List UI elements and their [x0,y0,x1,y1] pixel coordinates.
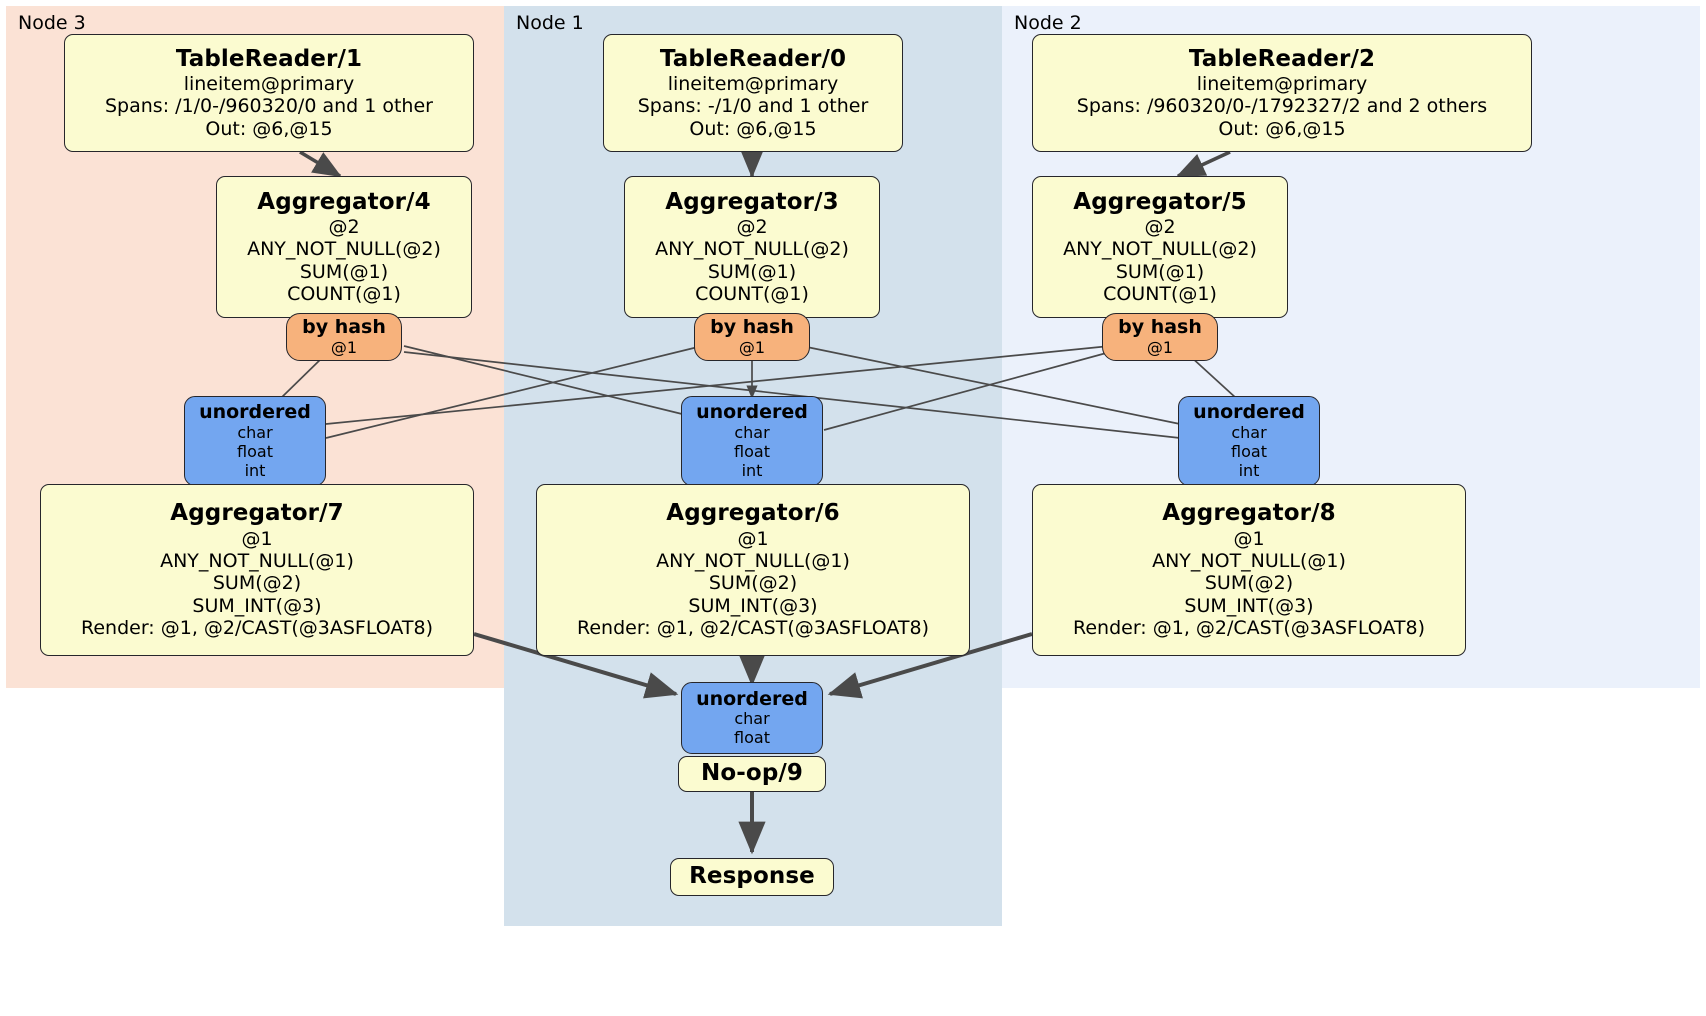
synchronizer-unordered[interactable]: unordered char float int [681,396,823,486]
processor-title: Aggregator/7 [170,500,344,527]
processor-group: @2 [328,215,360,238]
processor-aggregator[interactable]: Aggregator/6 @1 ANY_NOT_NULL(@1) SUM(@2)… [536,484,970,656]
processor-title: Aggregator/5 [1073,188,1247,215]
synchronizer-title: unordered [199,401,311,424]
synchronizer-type: int [1238,460,1260,480]
processor-aggregator[interactable]: Aggregator/3 @2 ANY_NOT_NULL(@2) SUM(@1)… [624,176,880,318]
processor-title: Aggregator/8 [1162,500,1336,527]
synchronizer-type: float [734,441,770,461]
processor-agg: SUM_INT(@3) [1184,594,1314,617]
processor-title: TableReader/2 [1188,45,1376,72]
processor-out: Out: @6,@15 [205,117,333,140]
processor-group: @1 [737,527,769,550]
router-column: @1 [330,337,358,357]
synchronizer-title: unordered [696,401,808,424]
processor-agg: ANY_NOT_NULL(@2) [247,238,441,261]
synchronizer-unordered[interactable]: unordered char float int [184,396,326,486]
processor-agg: COUNT(@1) [287,282,401,305]
synchronizer-type: float [1231,441,1267,461]
synchronizer-type: int [244,460,266,480]
processor-noop[interactable]: No-op/9 [678,756,826,792]
synchronizer-type: char [734,709,770,729]
processor-aggregator[interactable]: Aggregator/7 @1 ANY_NOT_NULL(@1) SUM(@2)… [40,484,474,656]
response-node[interactable]: Response [670,858,834,896]
processor-title: Aggregator/4 [257,188,431,215]
processor-agg: COUNT(@1) [1103,282,1217,305]
synchronizer-type: int [741,460,763,480]
processor-agg: SUM(@1) [1115,260,1205,283]
processor-table-reader[interactable]: TableReader/1 lineitem@primary Spans: /1… [64,34,474,152]
router-by-hash[interactable]: by hash @1 [694,313,810,361]
processor-title: TableReader/1 [175,45,363,72]
router-column: @1 [1146,337,1174,357]
synchronizer-type: char [1231,422,1267,442]
router-by-hash[interactable]: by hash @1 [1102,313,1218,361]
node-panel-label: Node 3 [18,12,86,34]
processor-spans: Spans: /960320/0-/1792327/2 and 2 others [1076,95,1488,118]
processor-table-reader[interactable]: TableReader/2 lineitem@primary Spans: /9… [1032,34,1532,152]
processor-title: No-op/9 [701,760,803,787]
processor-agg: SUM(@1) [299,260,389,283]
processor-agg: COUNT(@1) [695,282,809,305]
processor-out: Out: @6,@15 [1218,117,1346,140]
processor-agg: ANY_NOT_NULL(@2) [1063,238,1257,261]
synchronizer-title: unordered [1193,401,1305,424]
synchronizer-type: char [237,422,273,442]
processor-render: Render: @1, @2/CAST(@3ASFLOAT8) [577,617,929,640]
processor-title: Aggregator/3 [665,188,839,215]
processor-spans: Spans: /1/0-/960320/0 and 1 other [105,95,433,118]
processor-agg: ANY_NOT_NULL(@1) [160,549,354,572]
processor-agg: ANY_NOT_NULL(@1) [1152,549,1346,572]
processor-aggregator[interactable]: Aggregator/4 @2 ANY_NOT_NULL(@2) SUM(@1)… [216,176,472,318]
router-title: by hash [1118,316,1202,339]
node-panel-label: Node 1 [516,12,584,34]
processor-agg: ANY_NOT_NULL(@2) [655,238,849,261]
processor-group: @1 [241,527,273,550]
processor-group: @2 [1144,215,1176,238]
synchronizer-type: float [237,441,273,461]
processor-agg: ANY_NOT_NULL(@1) [656,549,850,572]
processor-out: Out: @6,@15 [689,117,817,140]
processor-render: Render: @1, @2/CAST(@3ASFLOAT8) [81,617,433,640]
processor-agg: SUM(@2) [212,572,302,595]
synchronizer-type: char [734,422,770,442]
processor-agg: SUM(@2) [708,572,798,595]
processor-aggregator[interactable]: Aggregator/8 @1 ANY_NOT_NULL(@1) SUM(@2)… [1032,484,1466,656]
processor-group: @1 [1233,527,1265,550]
processor-agg: SUM(@2) [1204,572,1294,595]
processor-aggregator[interactable]: Aggregator/5 @2 ANY_NOT_NULL(@2) SUM(@1)… [1032,176,1288,318]
processor-title: Aggregator/6 [666,500,840,527]
synchronizer-unordered[interactable]: unordered char float int [1178,396,1320,486]
synchronizer-final-unordered[interactable]: unordered char float [681,682,823,754]
synchronizer-title: unordered [696,687,808,710]
processor-title: TableReader/0 [659,45,847,72]
node-panel-label: Node 2 [1014,12,1082,34]
router-title: by hash [302,316,386,339]
processor-group: @2 [736,215,768,238]
processor-table: lineitem@primary [183,72,355,95]
processor-spans: Spans: -/1/0 and 1 other [637,95,869,118]
processor-table-reader[interactable]: TableReader/0 lineitem@primary Spans: -/… [603,34,903,152]
router-column: @1 [738,337,766,357]
router-by-hash[interactable]: by hash @1 [286,313,402,361]
router-title: by hash [710,316,794,339]
processor-table: lineitem@primary [1196,72,1368,95]
processor-agg: SUM_INT(@3) [192,594,322,617]
processor-agg: SUM_INT(@3) [688,594,818,617]
synchronizer-type: float [734,728,770,748]
processor-table: lineitem@primary [667,72,839,95]
processor-render: Render: @1, @2/CAST(@3ASFLOAT8) [1073,617,1425,640]
response-title: Response [689,863,815,890]
processor-agg: SUM(@1) [707,260,797,283]
